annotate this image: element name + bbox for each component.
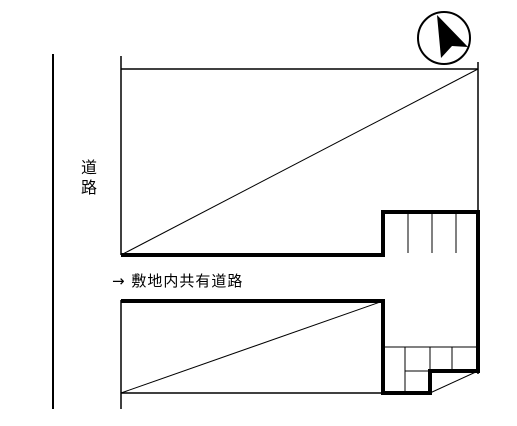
road-label-char-1: 道 xyxy=(80,158,97,177)
shared-road-boundary xyxy=(121,210,480,395)
shared-road-text: 敷地内共有道路 xyxy=(131,272,244,290)
road-label-char-2: 路 xyxy=(80,178,97,197)
north-arrow-icon xyxy=(417,11,471,65)
road-label: 道 路 xyxy=(79,158,99,198)
right-arrow-icon: → xyxy=(112,272,126,290)
parking-stripes xyxy=(383,214,478,391)
lower-lot-diagonal xyxy=(120,300,384,394)
upper-lot xyxy=(120,56,479,256)
shared-road-label: → 敷地内共有道路 xyxy=(112,270,243,291)
lower-lot xyxy=(120,300,479,409)
upper-lot-diagonal xyxy=(120,68,479,256)
